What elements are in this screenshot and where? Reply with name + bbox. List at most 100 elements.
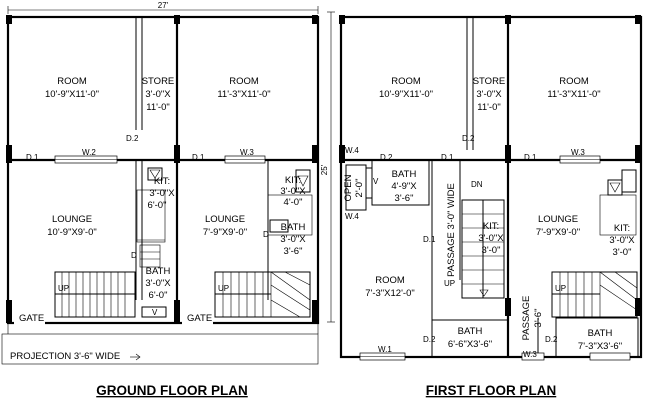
ground-vent-v: V [152, 308, 158, 317]
first-bath-top-name: BATH [392, 169, 417, 180]
first-kit-name: KIT: [483, 221, 499, 232]
first-floor-title: FIRST FLOOR PLAN [426, 383, 557, 398]
first-room-left-size: 10'-9"X11'-0" [379, 89, 433, 100]
ground-width-dimension: 27' [7, 1, 319, 14]
first-store-size-line2: 11'-0" [477, 102, 501, 113]
ground-bath-left-size1: 3'-0"X [145, 278, 171, 289]
first-passage-vertical: PASSAGE 3'-0" WIDE [446, 183, 457, 277]
ground-width-label: 27' [158, 1, 169, 10]
first-middle-stairs [461, 199, 505, 299]
first-kit-size1: 3'-0"X [478, 233, 504, 244]
first-window-w1-label: W.1 [378, 345, 392, 354]
first-vent-v: V [373, 177, 379, 186]
ground-store-size-line1: 3'-0"X [145, 89, 171, 100]
ground-door-d1-right: D.1 [192, 153, 205, 162]
window-bottom-right [589, 352, 631, 361]
first-room-right-name: ROOM [559, 76, 589, 87]
first-bath-top-size2: 3'-6" [395, 193, 414, 204]
first-kit-size2: 3'-0" [482, 245, 501, 256]
first-door-d2-right: D.2 [545, 335, 558, 344]
ground-store-name: STORE [142, 76, 175, 87]
ground-room-right-size: 11'-3"X11'-0" [217, 89, 270, 100]
ground-gate-left: GATE [19, 313, 44, 324]
first-bath-right-size: 7'-3"X3'-6" [578, 341, 622, 352]
ground-bath-left-size2: 6'-0" [149, 290, 168, 301]
first-depth-dimension: 25' [320, 11, 335, 323]
ground-door-d2: D.2 [126, 134, 139, 143]
first-bath-right-name: BATH [588, 328, 613, 339]
ground-bath-right-name: BATH [281, 222, 306, 233]
ground-bath-right-size2: 3'-6" [284, 246, 303, 257]
ground-outer-wall [6, 15, 320, 325]
ground-window-w2-label: W.2 [82, 148, 96, 157]
ground-stairs-up-right: UP [218, 284, 229, 293]
column [312, 145, 318, 163]
ground-bath-right-size1: 3'-0"X [280, 234, 306, 245]
first-bath-top-size1: 4'-9"X [391, 181, 417, 192]
ground-lounge-left-size: 10'-9"X9'-0" [47, 227, 96, 238]
column [339, 145, 345, 163]
first-store-size-line1: 3'-0"X [476, 89, 502, 100]
ground-kit-left-size2: 6'-0" [148, 200, 167, 211]
ground-kit-right-name: KIT: [285, 175, 301, 186]
column [635, 15, 641, 24]
ground-room-right-name: ROOM [229, 76, 259, 87]
first-kit-right-size1: 3'-0"X [609, 235, 635, 246]
first-stairs-up-right: UP [555, 284, 566, 293]
first-bath-mid-size: 6'-6"X3'-6" [448, 339, 492, 350]
ground-door-d1-left: D.1 [26, 153, 39, 162]
ground-lounge-right-name: LOUNGE [205, 214, 245, 225]
first-room-right-size: 11'-3"X11'-0" [547, 89, 600, 100]
first-door-d2-left: D.2 [423, 335, 436, 344]
first-window-w3-bottom-label: W.3 [523, 350, 537, 359]
column [6, 15, 12, 24]
first-room-lower-size: 7'-3"X12'-0" [365, 288, 414, 299]
first-passage-small-size: 3'-6" [533, 309, 544, 328]
first-lounge-size: 7'-9"X9'-0" [536, 227, 580, 238]
first-open-size: 2'-0" [354, 179, 365, 198]
ground-projection-label: PROJECTION 3'-6" WIDE [10, 351, 120, 362]
first-passage-small-name: PASSAGE [521, 296, 532, 341]
ground-door-d-left: D [131, 251, 137, 260]
first-bath-mid-name: BATH [458, 326, 483, 337]
first-stairs-up: UP [444, 279, 455, 288]
first-room-left-name: ROOM [391, 76, 421, 87]
ground-kit-right-size2: 4'-0" [284, 197, 303, 208]
column [635, 298, 641, 316]
window-w3-first [521, 352, 545, 361]
first-window-w4-bottom: W.4 [345, 212, 359, 221]
column [312, 300, 318, 323]
first-depth-label: 25' [320, 164, 329, 175]
ground-room-left-name: ROOM [57, 76, 87, 87]
first-kit-right-name: KIT: [614, 223, 630, 234]
first-door-d2-store: D.2 [462, 134, 475, 143]
ground-room-left-size: 10'-9"X11'-0" [45, 89, 99, 100]
ground-door-d-right: D [263, 230, 269, 239]
first-room-lower-name: ROOM [375, 275, 405, 286]
ground-left-stairs [54, 244, 167, 318]
ground-lounge-right-size: 7'-9"X9'-0" [203, 227, 247, 238]
first-door-d2-bath: D.2 [380, 153, 393, 162]
first-lounge-name: LOUNGE [538, 214, 578, 225]
first-floor-plan: 25' [320, 11, 643, 398]
ground-floor-plan: 27' [1, 1, 320, 398]
first-kit-right-size2: 3'-0" [613, 247, 632, 258]
ground-floor-title: GROUND FLOOR PLAN [96, 383, 248, 398]
column [635, 145, 641, 163]
first-right-stairs [551, 271, 638, 318]
ground-kit-right-size1: 3'-0"X [280, 186, 306, 197]
column [6, 145, 12, 163]
ground-window-w3-label: W.3 [240, 148, 254, 157]
ground-stairs-up-left: UP [58, 284, 69, 293]
first-door-d1-passage: D.1 [441, 153, 454, 162]
ground-kit-left-name: KIT: [154, 176, 170, 187]
ground-bath-left-name: BATH [146, 266, 171, 277]
ground-lounge-left-name: LOUNGE [52, 214, 92, 225]
ground-store-size-line2: 11'-0" [146, 102, 170, 113]
column [312, 15, 318, 24]
first-store-name: STORE [473, 76, 506, 87]
first-open-name: OPEN [343, 174, 354, 201]
ground-right-stairs [214, 271, 311, 318]
column [6, 300, 12, 323]
